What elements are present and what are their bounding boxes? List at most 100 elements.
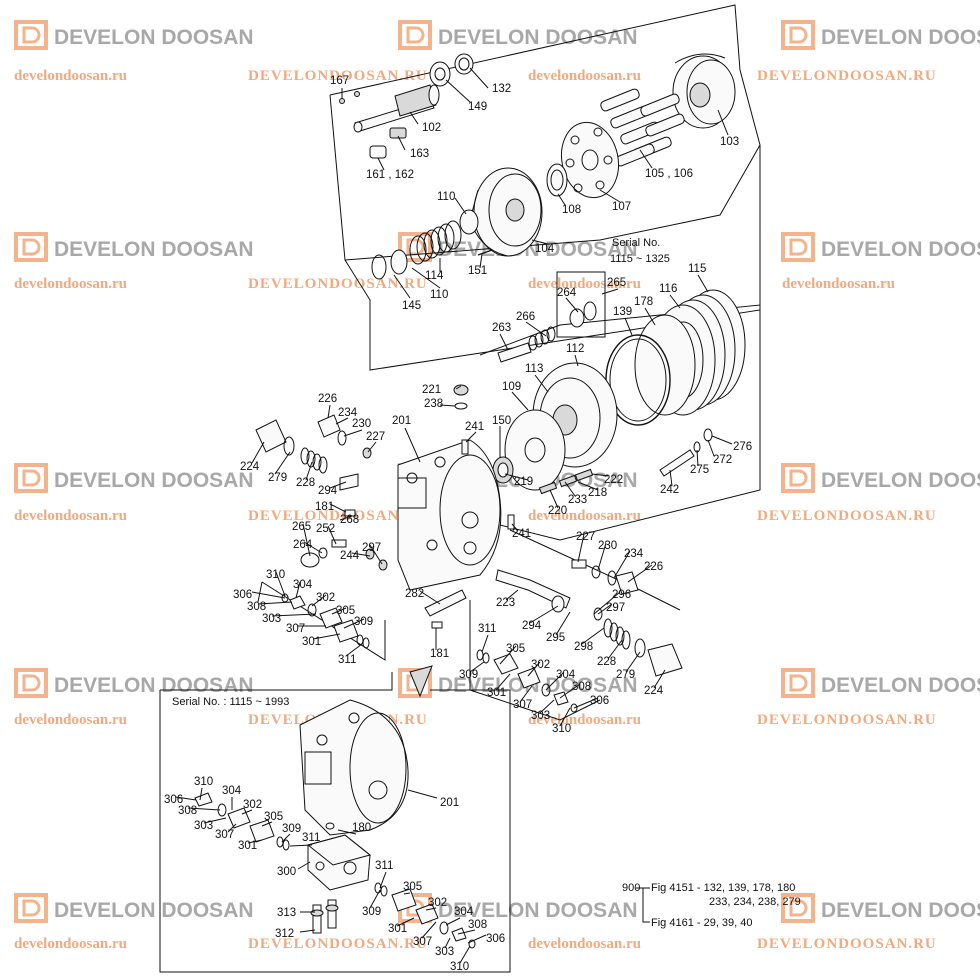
leader-line (597, 542, 607, 571)
leader-line (465, 431, 477, 443)
part-number-label: 307 (513, 699, 532, 711)
watermark-url: DEVELONDOOSAN.RU (248, 276, 428, 292)
parts-graphics (194, 53, 746, 949)
watermark-url: develondoosan.ru (528, 508, 641, 524)
leader-line (525, 321, 547, 337)
leader-line (531, 239, 549, 245)
part-number-label: 238 (424, 398, 443, 410)
leader-line (577, 481, 599, 491)
part-number-label: 230 (598, 540, 617, 552)
leader-line (367, 441, 377, 453)
part-number-label: 303 (531, 710, 550, 722)
part-number-label: 311 (375, 860, 393, 872)
part-number-label: 150 (492, 415, 511, 427)
part-266-spring (528, 326, 556, 351)
leader-line (444, 937, 451, 949)
part-number-label: 201 (440, 797, 459, 809)
part-number-label: 114 (425, 270, 444, 282)
reference-code: 900 (622, 882, 640, 894)
watermark-logo-mark (14, 893, 48, 923)
part-number-label: 297 (362, 542, 381, 554)
leader-line (421, 921, 437, 939)
part-105-pistons (600, 88, 685, 167)
leader-line (607, 639, 623, 660)
part-102-shaft (353, 84, 440, 133)
part-number-label: 306 (590, 695, 609, 707)
watermark-url: DEVELONDOOSAN.RU (757, 936, 937, 952)
leader-line (627, 564, 653, 583)
reference-line-3: Fig 4161 - 29, 39, 40 (651, 917, 753, 929)
part-number-label: 275 (690, 464, 709, 476)
watermark-logo-text: DEVELON DOOSAN (438, 899, 638, 922)
leader-line (241, 809, 253, 815)
watermark-logo-text: DEVELON DOOSAN (821, 674, 980, 697)
leader-line (329, 503, 347, 513)
leader-line (549, 489, 559, 509)
watermark-url: DEVELONDOOSAN.RU (757, 508, 937, 524)
watermark-logo-text: DEVELON DOOSAN (54, 469, 254, 492)
watermark-logo-text: DEVELON DOOSAN (821, 26, 980, 49)
part-number-label: 108 (562, 204, 581, 216)
leader-line (295, 581, 301, 599)
part-number-label: 116 (659, 283, 677, 295)
watermark-logo-glyph (789, 26, 808, 44)
watermark-url: develondoosan.ru (528, 712, 641, 728)
serial-note-top-line2: 1115 ~ 1325 (610, 253, 670, 265)
part-number-label: 305 (403, 881, 422, 893)
part-number-label: 226 (644, 561, 663, 573)
leader-line (377, 157, 385, 171)
part-number-label: 268 (340, 514, 359, 526)
part-number-label: 300 (277, 866, 296, 878)
leader-line (425, 907, 437, 911)
leader-line (457, 929, 476, 935)
part-number-label: 302 (243, 799, 262, 811)
leader-line (281, 833, 291, 843)
leader-line (329, 481, 347, 489)
leader-line (327, 404, 331, 419)
watermark-url: develondoosan.ru (14, 276, 127, 292)
part-number-label: 105 , 106 (645, 168, 693, 180)
watermark-logo-glyph (22, 469, 41, 487)
part-number-label: 219 (514, 476, 533, 488)
part-number-label: 313 (277, 907, 296, 919)
leader-line (327, 525, 337, 545)
leader-line (251, 591, 286, 599)
watermark-logo: DEVELON DOOSAN (781, 668, 980, 698)
part-number-label: 302 (316, 592, 335, 604)
part-number-label: 180 (352, 822, 371, 834)
part-number-label: 220 (548, 505, 567, 517)
reference-line-2: 233, 234, 238, 279 (709, 896, 801, 908)
part-number-label: 305 (506, 643, 525, 655)
part-number-label: 294 (318, 485, 338, 497)
part-number-label: 139 (613, 306, 632, 318)
watermark-logo-glyph (22, 674, 41, 692)
part-number-label: 303 (262, 613, 281, 625)
part-number-label: 241 (512, 528, 531, 540)
part-number-label: 306 (233, 589, 252, 601)
part-number-label: 149 (468, 101, 487, 113)
part-number-label: 305 (264, 811, 283, 823)
watermark-url: develondoosan.ru (782, 276, 895, 292)
leader-line (581, 627, 605, 645)
part-number-label: 297 (606, 602, 625, 614)
part-109-valve-plate (504, 409, 566, 491)
part-left-relief-valve (255, 414, 372, 491)
part-number-label: 228 (597, 656, 616, 668)
part-number-label: 233 (568, 494, 587, 506)
leader-line (407, 789, 438, 799)
leader-line (511, 523, 519, 532)
watermark-logo-mark (14, 668, 48, 698)
part-number-label: 306 (486, 933, 505, 945)
leader-line (345, 643, 363, 657)
watermark-url: develondoosan.ru (14, 68, 127, 84)
leader-line (351, 552, 371, 557)
part-number-label: 241 (465, 421, 484, 433)
watermark-logo-text: DEVELON DOOSAN (438, 674, 638, 697)
leader-line (696, 449, 699, 467)
watermark-url: develondoosan.ru (528, 276, 641, 292)
leader-line (557, 193, 566, 206)
part-114-spring (409, 220, 462, 265)
leader-line (335, 417, 349, 425)
